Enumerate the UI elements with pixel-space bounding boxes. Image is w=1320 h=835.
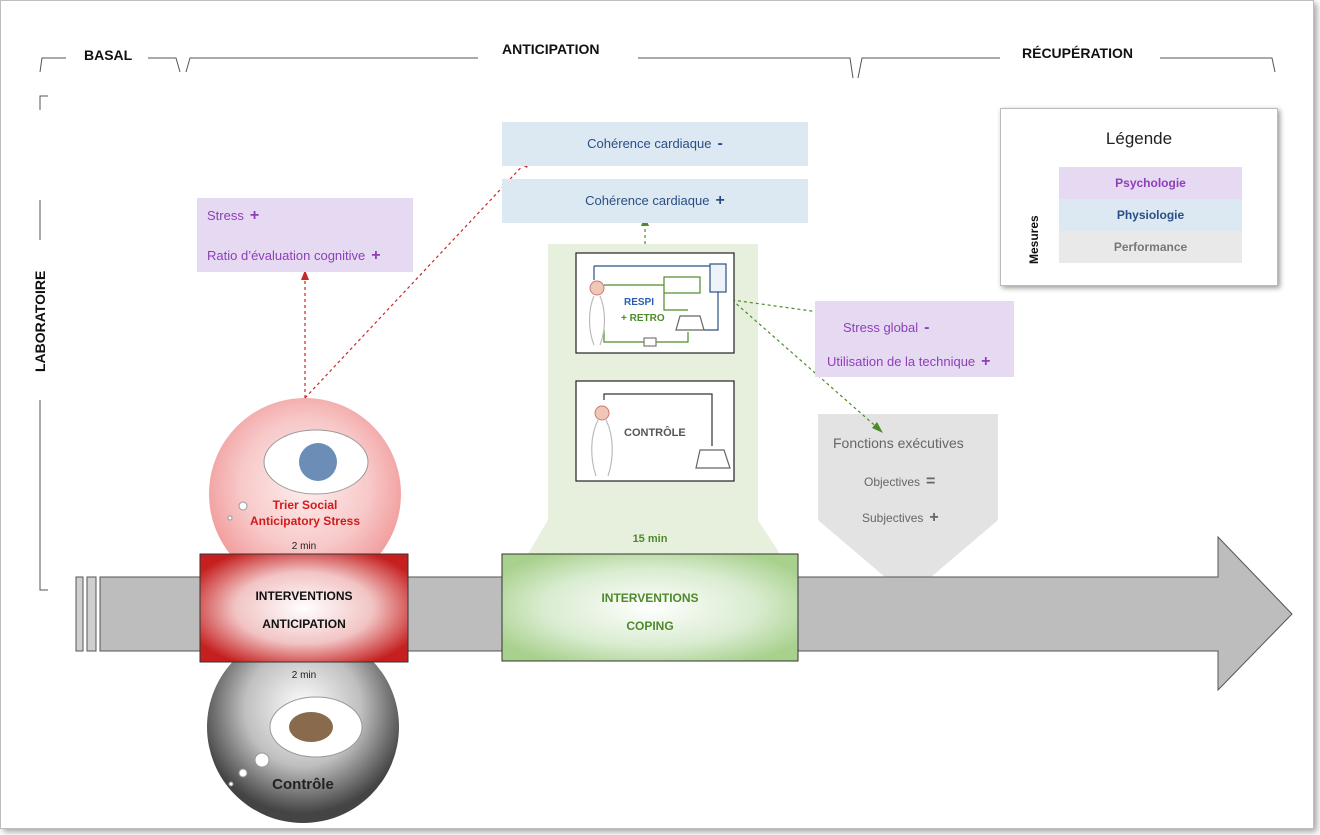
tsas-duration: 2 min [291, 541, 317, 552]
stress-global-measure: Stress global- [843, 319, 929, 337]
tsas-photo [299, 443, 337, 481]
stress-global-label: Stress global [843, 320, 919, 335]
controle-panel-label: CONTRÔLE [624, 427, 686, 439]
respi-label: RESPI [624, 297, 655, 308]
interventions-coping-box [501, 553, 799, 662]
legend-item-physiologie: Physiologie [1059, 199, 1242, 231]
stress-global-sign: - [924, 319, 930, 336]
bracket-recuperation-right [1160, 57, 1276, 73]
controle-circle-label: Contrôle [272, 776, 334, 793]
bracket-lab-bottom [39, 400, 48, 591]
ratio-measure: Ratio d’évaluation cognitive + [207, 247, 381, 265]
controle-photo [289, 712, 333, 742]
stress-label: Stress [207, 208, 244, 223]
bracket-recuperation-left [857, 57, 1000, 79]
phase-basal: BASAL [84, 47, 133, 63]
subjectives-sign: + [929, 509, 939, 526]
legend-box: Légende Mesures Psychologie Physiologie … [1000, 108, 1278, 286]
controle-panel [575, 380, 735, 482]
interventions-anticipation-line2: ANTICIPATION [262, 617, 346, 631]
legend-item-psychologie: Psychologie [1059, 167, 1242, 199]
utilisation-label: Utilisation de la technique [827, 354, 976, 369]
fonctions-executives: Fonctions exécutives [833, 435, 964, 451]
tsas-line2: Anticipatory Stress [249, 514, 361, 528]
bracket-anticipation-left [185, 57, 478, 73]
coherence-minus-measure: Cohérence cardiaque- [502, 135, 808, 153]
phase-recuperation: RÉCUPÉRATION [1022, 45, 1133, 61]
subjectives-label: Subjectives [862, 511, 924, 525]
tsas-line1: Trier Social [272, 498, 338, 512]
stress-measure: Stress + [207, 207, 259, 225]
coherence-plus-measure: Cohérence cardiaque + [502, 192, 808, 210]
coping-duration: 15 min [632, 533, 668, 545]
objectives-measure: Objectives = [864, 473, 935, 491]
objectives-label: Objectives [864, 475, 921, 489]
interventions-coping-line2: COPING [626, 619, 674, 633]
coherence-plus-label: Cohérence cardiaque [585, 193, 710, 208]
stress-sign: + [249, 207, 260, 224]
interventions-anticipation-box [199, 553, 409, 663]
bracket-basal-right [148, 57, 181, 73]
objectives-sign: = [926, 473, 936, 490]
phase-anticipation: ANTICIPATION [502, 41, 600, 57]
bracket-lab-top [39, 95, 48, 110]
coherence-minus-label: Cohérence cardiaque [587, 136, 712, 151]
coherence-minus-box: Cohérence cardiaque- [502, 122, 808, 166]
ratio-label: Ratio d’évaluation cognitive [207, 248, 366, 263]
interventions-coping-line1: INTERVENTIONS [601, 591, 699, 605]
interventions-anticipation-line1: INTERVENTIONS [255, 589, 353, 603]
utilisation-sign: + [981, 353, 991, 370]
legend-title: Légende [1105, 129, 1173, 148]
legend-item-performance: Performance [1059, 231, 1242, 263]
utilisation-measure: Utilisation de la technique + [827, 353, 991, 371]
controle-duration: 2 min [291, 670, 317, 681]
coherence-minus-sign: - [717, 135, 723, 152]
bracket-basal-left [39, 57, 66, 73]
coherence-plus-box: Cohérence cardiaque + [502, 179, 808, 223]
bracket-anticipation-right [638, 57, 854, 79]
retro-label: + RETRO [621, 313, 665, 324]
anticipation-psych-box: Stress + Ratio d’évaluation cognitive + [197, 198, 413, 272]
coping-psych-box: Stress global- Utilisation de la techniq… [815, 301, 1014, 377]
ratio-sign: + [371, 247, 381, 264]
subjectives-measure: Subjectives + [862, 509, 939, 527]
coherence-plus-sign: + [715, 192, 725, 209]
